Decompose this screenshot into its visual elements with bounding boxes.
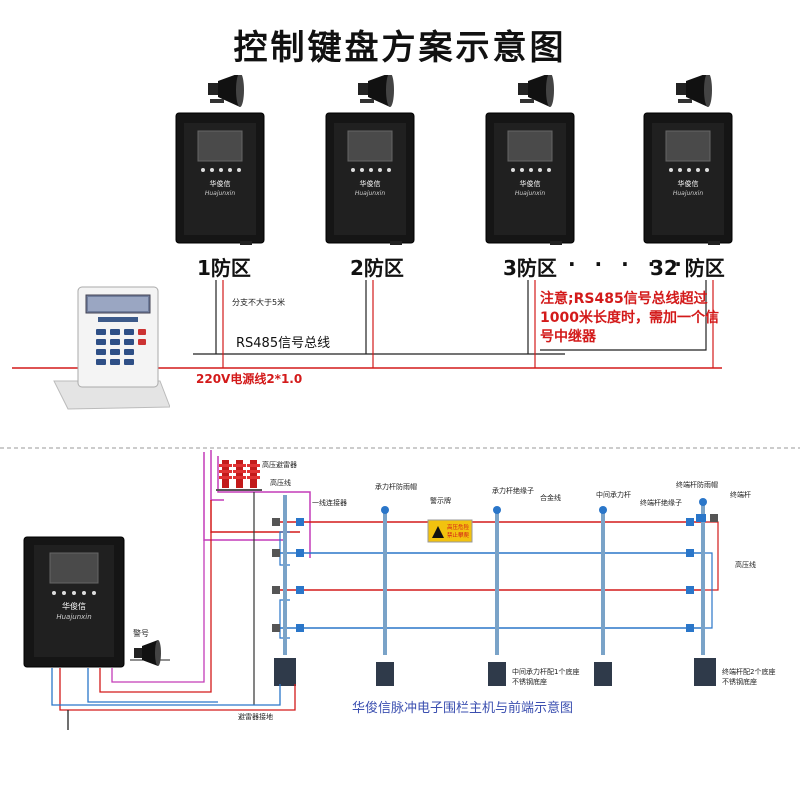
host-brand-label: 华俊信 — [360, 179, 381, 188]
zone-label-32: 32 防区 — [650, 256, 725, 280]
keypad-graphic — [53, 286, 171, 410]
warning-sign-label: 警示牌 — [430, 497, 451, 505]
host-graphic: 华俊信 Huajunxin — [23, 536, 125, 668]
ground-label: 避雷器接地 — [238, 713, 273, 721]
hv-line-right-label: 高压线 — [735, 561, 756, 569]
mid-base-label: 中间承力杆配1个底座 — [512, 668, 580, 676]
warning-sign: 高压危险 禁止攀爬 — [427, 519, 473, 543]
alarm-speaker-icon — [130, 640, 170, 670]
alarm-speaker-icon — [208, 73, 244, 107]
insulator-icons — [272, 514, 718, 632]
host-brand-label: 华俊信 — [210, 179, 231, 188]
host-brand-label: 华俊信 — [62, 601, 86, 611]
controller-graphic: 华俊信 Huajunxin — [175, 73, 265, 245]
zone-label-3: 3防区 — [503, 256, 557, 280]
fence-wires — [280, 521, 705, 629]
diagram-title: 控制键盘方案示意图 — [233, 28, 567, 68]
zone-controller-1: 华俊信 Huajunxin — [170, 73, 270, 250]
host-script-label: Huajunxin — [205, 190, 235, 197]
end-pole-label: 终端杆 — [730, 491, 751, 499]
controller-graphic: 华俊信 Huajunxin — [325, 73, 415, 245]
control-keypad — [50, 285, 171, 415]
fence-host-controller: 华俊信 Huajunxin — [20, 535, 130, 670]
host-brand-label: 华俊信 — [678, 179, 699, 188]
power-label: 220V电源线2*1.0 — [196, 372, 303, 386]
warning-sign-line1: 高压危险 — [447, 523, 470, 531]
controller-graphic: 华俊信 Huajunxin — [485, 73, 575, 245]
bearing-insulator-label: 承力杆绝缘子 — [492, 487, 534, 495]
zone-label-2: 2防区 — [350, 256, 404, 280]
arrester-label: 高压避雷器 — [262, 461, 297, 469]
branch-note: 分支不大于5米 — [232, 298, 286, 307]
end-cap-label: 终端杆防雨帽 — [676, 481, 718, 489]
bus-label: RS485信号总线 — [236, 336, 331, 351]
host-script-label: Huajunxin — [56, 613, 91, 621]
zone-drops — [215, 280, 714, 368]
end-base-label: 终端杆配2个底座 — [722, 668, 776, 676]
arrester-icon — [216, 460, 262, 491]
host-script-label: Huajunxin — [673, 190, 703, 197]
zone-controller-3: 华俊信 Huajunxin — [480, 73, 580, 250]
zone-label-1: 1防区 — [197, 256, 251, 280]
alarm-speaker-icon — [676, 73, 712, 107]
warning-sign-line2: 禁止攀爬 — [447, 531, 470, 539]
fence-diagram: 高压危险 禁止攀爬 — [0, 447, 800, 730]
alarm-speaker-icon — [518, 73, 554, 107]
zone-controller-2: 华俊信 Huajunxin — [320, 73, 420, 250]
alarm-speaker-icon — [358, 73, 394, 107]
host-script-label: Huajunxin — [515, 190, 545, 197]
hv-line-label: 高压线 — [270, 479, 291, 487]
end-insulator-label: 终端杆绝缘子 — [640, 499, 682, 507]
fence-caption: 华俊信脉冲电子围栏主机与前端示意图 — [352, 701, 574, 716]
end-base-note: 不锈钢底座 — [722, 678, 757, 686]
bearing-cap-label: 承力杆防雨帽 — [375, 483, 417, 491]
zone-controller-32: 华俊信 Huajunxin — [638, 73, 738, 250]
controller-graphic: 华俊信 Huajunxin — [643, 73, 733, 245]
mid-pole-label: 中间承力杆 — [596, 491, 631, 499]
repeater-note: 注意;RS485信号总线超过1000米长度时，需加一个信号中继器 — [540, 291, 719, 345]
pole-bases — [274, 658, 716, 686]
connector-label: 一线连接器 — [312, 499, 347, 507]
alarm-label: 警号 — [133, 629, 149, 638]
fence-poles — [283, 495, 705, 655]
zone-ellipsis: · · · · · — [568, 252, 688, 276]
host-brand-label: 华俊信 — [520, 179, 541, 188]
alloy-wire-label: 合金线 — [540, 494, 561, 502]
mid-base-note: 不锈钢底座 — [512, 678, 547, 686]
pole-caps — [381, 498, 707, 514]
host-script-label: Huajunxin — [355, 190, 385, 197]
